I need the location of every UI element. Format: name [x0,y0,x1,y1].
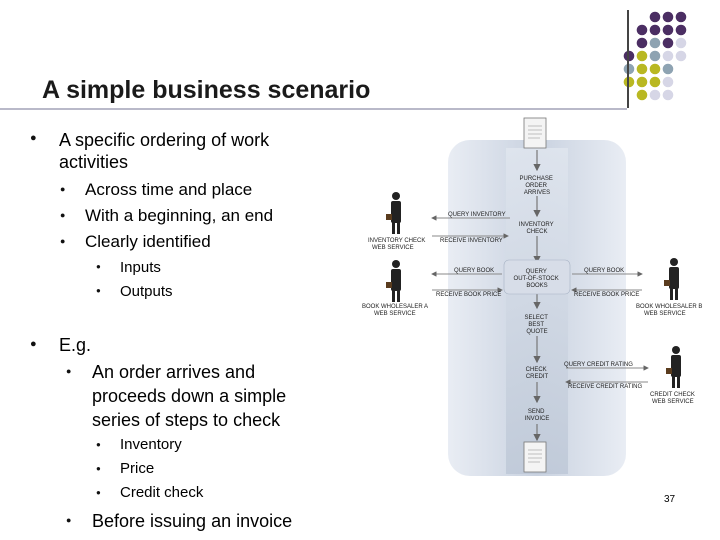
decorative-dot [636,50,648,62]
credit-check-web-service-label: CREDIT CHECK WEB SERVICE [650,392,697,405]
decorative-dot [649,24,661,36]
decorative-dot [623,63,635,75]
decorative-dot [649,76,661,88]
bullet-marker: ● [96,440,101,449]
msg-query-book-a: QUERY BOOK [454,268,494,274]
decorative-dot [636,37,648,49]
bullet-2-subsub-2: Price [120,460,155,477]
decorative-dot [649,11,661,23]
page-number: 37 [664,494,676,505]
bullet-2-subsub-3: Credit check [120,484,204,501]
decorative-dot [623,76,635,88]
book-wholesaler-a-label: BOOK WHOLESALER A WEB SERVICE [362,304,429,317]
decorative-dot [636,63,648,75]
person-icon [664,258,679,300]
person-icon [386,260,401,302]
decorative-dot [649,89,661,101]
bullet-marker: ● [60,184,66,194]
bullet-marker: ● [96,262,101,271]
person-icon [666,346,681,388]
msg-receive-book-price-b: RECEIVE BOOK PRICE [574,292,639,298]
step-purchase-order-arrives: PURCHASE ORDER ARRIVES [519,176,554,196]
decorative-dot [623,50,635,62]
bullet-2-sub-2: Before issuing an invoice [92,511,293,531]
bullet-1-sub-2: With a beginning, an end [85,206,274,225]
bullet-2: E.g. [59,335,92,355]
bullet-marker: ● [66,366,72,376]
decorative-dot [662,89,674,101]
bullet-1-sub-1: Across time and place [85,180,253,199]
decorative-dot [662,50,674,62]
msg-receive-credit-rating: RECEIVE CREDIT RATING [568,384,642,390]
bullet-marker: ● [66,515,72,525]
bullet-1-line-1: A specific ordering of work [59,130,270,150]
book-wholesaler-b-label: BOOK WHOLESALER B WEB SERVICE [636,304,704,317]
decorative-dot [675,50,687,62]
step-select-best-quote: SELECT BEST QUOTE [525,315,550,335]
business-process-diagram: PURCHASE ORDER ARRIVES INVENTORY CHECK Q… [362,117,704,476]
bullet-marker: ● [60,236,66,246]
decorative-dot [649,63,661,75]
query-step-box [503,259,571,295]
decorative-dot [662,63,674,75]
step-inventory-check: INVENTORY CHECK [519,222,555,235]
msg-query-book-b: QUERY BOOK [584,268,624,274]
decorative-dot [662,11,674,23]
bullet-marker: ● [96,286,101,295]
bullet-marker: ● [30,338,37,350]
bullet-2-sub-1-line-3: series of steps to check [92,410,281,430]
bullet-2-subsub-1: Inventory [120,436,182,453]
msg-receive-book-price-a: RECEIVE BOOK PRICE [436,292,501,298]
bullet-1-sub-3: Clearly identified [85,232,211,251]
msg-receive-inventory: RECEIVE INVENTORY [440,238,503,244]
decorative-dot [675,11,687,23]
decorative-dot [662,24,674,36]
decorative-dot [662,37,674,49]
bullet-1-subsub-2: Outputs [120,283,173,300]
bullet-marker: ● [96,488,101,497]
document-icon [523,117,547,149]
bullet-1-subsub-1: Inputs [120,259,161,276]
decorative-dot [675,24,687,36]
msg-query-credit-rating: QUERY CREDIT RATING [564,362,633,368]
document-icon [523,441,547,473]
bullet-2-sub-1-line-1: An order arrives and [92,362,256,382]
bullet-marker: ● [30,132,37,144]
bullet-2-sub-1-line-2: proceeds down a simple [92,386,287,406]
decorative-dot [675,37,687,49]
decorative-dot-grid [623,11,687,101]
msg-query-inventory: QUERY INVENTORY [448,212,506,218]
bullet-1-line-2: activities [59,152,129,172]
vertical-divider [627,10,629,108]
decorative-dot [636,76,648,88]
decorative-dot [649,37,661,49]
step-check-credit: CHECK CREDIT [526,367,549,380]
message-arrows [431,215,649,385]
decorative-dot [636,89,648,101]
slide-title: A simple business scenario [42,76,371,104]
decorative-dot [662,76,674,88]
step-send-invoice: SEND INVOICE [525,409,550,422]
bullet-marker: ● [60,210,66,220]
bullet-marker: ● [96,464,101,473]
inventory-check-web-service-label: INVENTORY CHECK WEB SERVICE [368,238,427,251]
decorative-dot [636,24,648,36]
title-underline [0,108,627,110]
step-query-out-of-stock-books: QUERY OUT-OF-STOCK BOOKS [514,269,561,289]
decorative-dot [649,50,661,62]
person-icon [386,192,401,234]
